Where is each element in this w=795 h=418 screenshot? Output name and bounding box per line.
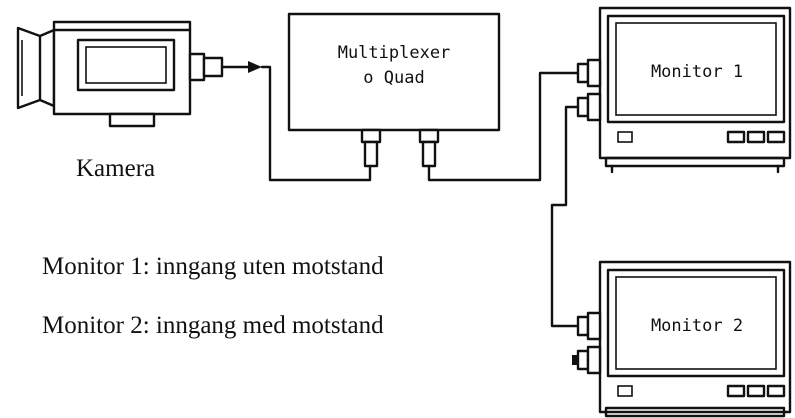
multiplexer-output-cable bbox=[427, 71, 580, 182]
loop-through-cable bbox=[550, 105, 580, 328]
monitor-1-label: Monitor 1 bbox=[651, 62, 743, 82]
camera-icon bbox=[16, 20, 224, 128]
camera-label: Kamera bbox=[76, 155, 155, 182]
multiplexer-label-line1: Multiplexer bbox=[338, 43, 451, 63]
monitor-1-icon bbox=[576, 6, 792, 174]
monitor-2-icon bbox=[572, 260, 792, 418]
note-monitor-1: Monitor 1: inngang uten motstand bbox=[42, 253, 384, 280]
note-monitor-2: Monitor 2: inngang med motstand bbox=[42, 312, 384, 339]
monitor-2-label: Monitor 2 bbox=[651, 316, 743, 336]
multiplexer-label-line2: o Quad bbox=[363, 68, 424, 88]
camera-cable bbox=[220, 61, 372, 182]
multiplexer-box bbox=[287, 12, 501, 168]
